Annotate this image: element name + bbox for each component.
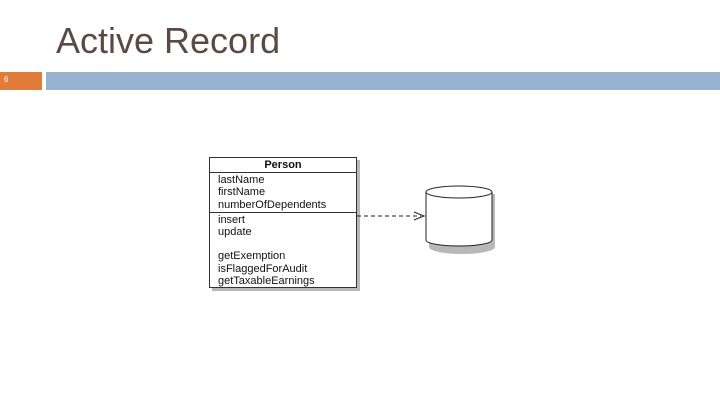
database-icon — [425, 185, 495, 254]
uml-methods: insert update getExemption isFlaggedForA… — [210, 213, 356, 287]
dependency-arrow — [357, 211, 426, 221]
uml-attribute: numberOfDependents — [218, 198, 327, 211]
uml-class-person: Person lastName firstName numberOfDepend… — [209, 157, 357, 288]
uml-attributes: lastName firstName numberOfDependents — [210, 173, 356, 213]
uml-attribute: lastName — [218, 174, 265, 186]
uml-method: insert — [218, 213, 245, 226]
slide-number: 6 — [4, 75, 9, 84]
title-bar — [46, 72, 720, 90]
uml-method: isFlaggedForAudit — [218, 262, 308, 275]
uml-class-name: Person — [210, 158, 356, 173]
uml-method: update — [218, 226, 252, 239]
slide-number-box: 6 — [0, 72, 42, 90]
uml-attribute: firstName — [218, 186, 266, 199]
uml-method: getTaxableEarnings — [218, 275, 315, 288]
uml-method: getExemption — [218, 250, 286, 263]
slide-title: Active Record — [56, 20, 281, 61]
